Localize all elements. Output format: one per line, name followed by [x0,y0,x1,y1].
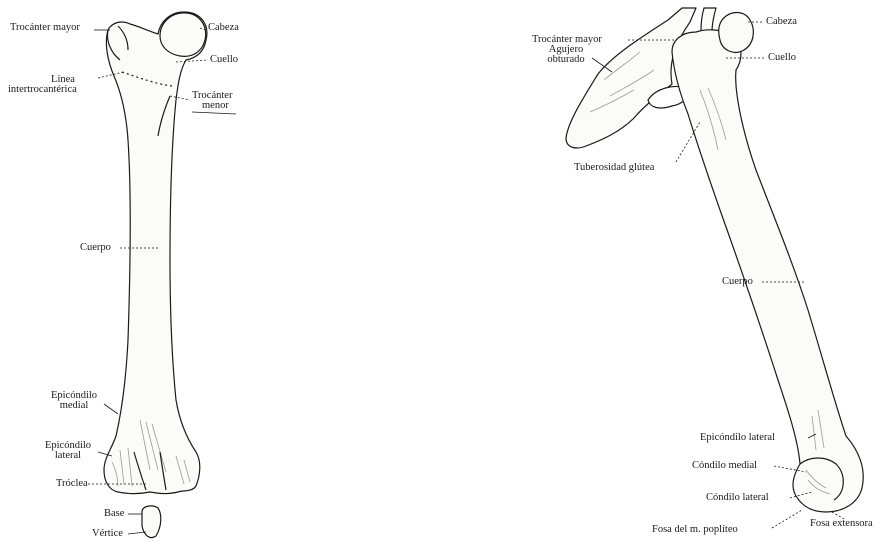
lateral-femur-head [719,13,754,53]
label-medial-epicondyle-2: medial [44,400,104,411]
label-lateral-epicondyle-2: lateral [38,450,98,461]
leader-popliteus-l [772,510,802,528]
label-extensor-fossa: Fosa extensora [810,518,873,529]
label-body-lateral: Cuerpo [722,276,753,287]
label-trochlea: Tróclea [56,478,88,489]
anterior-femur-head [160,13,206,56]
label-trochanter-major-anterior: Trocánter mayor [10,22,80,33]
label-intertrochanteric-line-2: intertrocantérica [8,84,77,95]
patella-shape [142,506,161,538]
label-patella-apex: Vértice [92,528,123,539]
label-lateral-condyle: Cóndilo lateral [706,492,769,503]
label-popliteus-fossa: Fosa del m. poplíteo [652,524,738,535]
label-neck-lateral: Cuello [768,52,796,63]
troch-minor-underline-a [192,112,236,114]
leader-apex-a [128,532,146,534]
label-neck-anterior: Cuello [210,54,238,65]
label-gluteal-tuberosity: Tuberosidad glútea [574,162,654,173]
label-head-lateral: Cabeza [766,16,797,27]
label-body-anterior: Cuerpo [80,242,111,253]
label-lateral-epicondyle-lateral: Epicóndilo lateral [700,432,775,443]
label-trochanter-minor-2: menor [202,100,229,111]
anterior-femur-outline [104,12,207,494]
label-medial-condyle: Cóndilo medial [692,460,757,471]
label-patella-base: Base [104,508,124,519]
label-obturator-foramen-2: obturado [540,54,592,65]
leader-med-epicondyle-a [104,404,118,414]
label-head-anterior: Cabeza [208,22,239,33]
